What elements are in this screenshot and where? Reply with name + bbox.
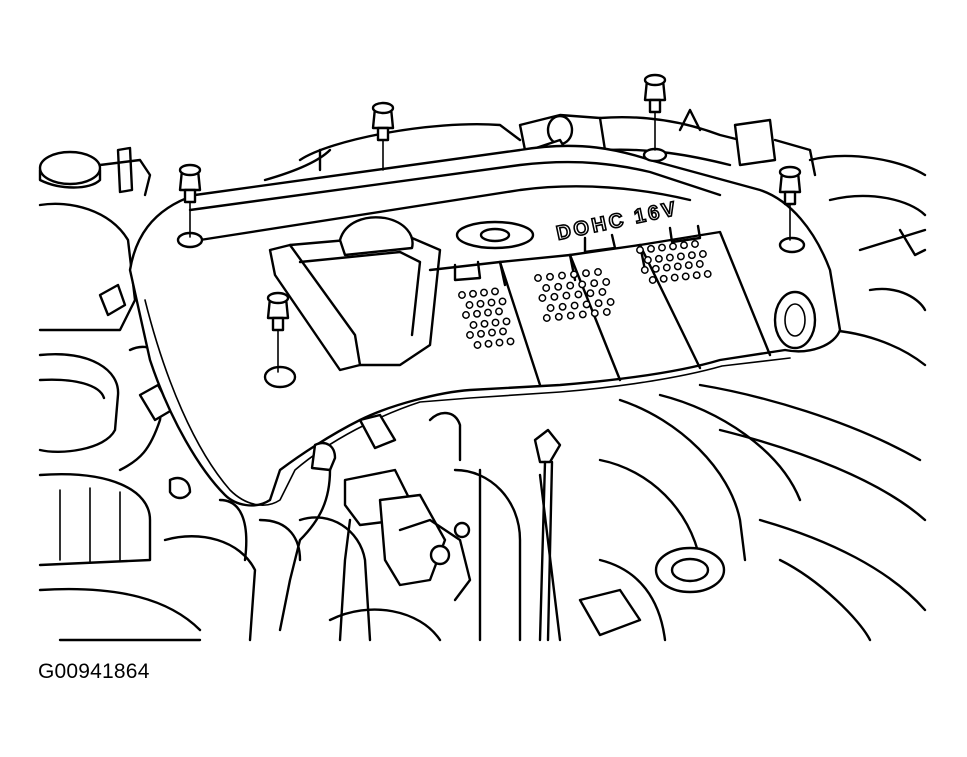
perforation-dot [480,288,488,297]
perforation-dot [473,341,482,349]
perforation-dot [562,291,571,300]
perforation-dot [578,280,587,289]
perforation-dot [636,246,644,254]
perforation-patterns [458,240,712,349]
perforation-dot [554,282,563,291]
perforation-dot [570,301,579,310]
perforation-dot [594,299,603,308]
perforation-dot [640,266,649,274]
perforation-dot [658,243,666,252]
perforation-dot [469,289,477,298]
perforation-dot [498,297,507,306]
perforation-dot [651,264,660,273]
perforation-dot [662,263,671,272]
perforation-dot [546,304,555,312]
perforation-dot [659,274,668,283]
perforation-dot [558,302,567,311]
perforation-dot [687,251,696,260]
perforation-dot [684,261,693,270]
perforation-dot [669,242,677,251]
perforation-dot [465,301,474,309]
perforation-dot [673,262,682,271]
perforation-dot [602,278,611,286]
perforation-dot [487,298,496,307]
perforation-dot [698,250,707,258]
perforation-dot [566,311,575,320]
perforation-dot [590,309,599,318]
perforation-dot [598,288,607,296]
bolt-rear-center [371,101,395,171]
perforation-dot [703,270,712,278]
perforation-dot [681,272,690,281]
perforation-dot [648,276,657,284]
perforation-dot [477,329,485,338]
perforation-dot [647,244,655,253]
front-components [218,428,562,642]
perforation-dot [586,289,595,298]
bolt-right [778,165,802,241]
bolt-front-center [266,291,290,373]
perforation-dot [506,337,515,346]
perforation-dot [546,272,554,281]
perforation-dot [542,314,551,322]
perforation-dot [692,271,701,280]
perforation-dot [495,338,504,347]
perforation-dot [488,328,496,337]
perforation-dot [495,307,503,316]
perforation-dot [458,291,466,299]
perforation-dot [691,240,699,248]
perforation-dot [484,339,493,348]
perforation-dot [473,309,481,318]
perforation-dot [574,290,583,299]
perforation-dot [491,287,499,296]
perforation-dot [602,308,611,316]
perforation-dot [502,317,511,326]
perforation-dot [538,294,547,302]
perforation-dot [606,298,615,306]
perforation-dot [491,318,500,327]
perforation-dot [582,300,591,309]
perforation-dot [594,268,602,276]
perforation-dot [676,252,685,261]
bolt-front-left [178,163,202,238]
figure-id-label: G00941864 [38,660,150,683]
perforation-dot [558,271,566,280]
perforation-dot [590,279,599,288]
perforation-dot [469,321,478,329]
perforation-dot [566,281,575,290]
perforation-dot [654,254,663,263]
perforation-dot [534,274,542,282]
perforation-dot [476,299,485,308]
perforation-dot [665,253,674,262]
perforation-dot [570,270,578,279]
perforation-dot [680,241,688,250]
perforation-dot [670,273,679,282]
perforation-dot [643,256,652,264]
perforation-dot [695,260,704,268]
perforation-dot [554,312,563,321]
perforation-dot [542,284,551,292]
perforation-dot [499,327,507,336]
bolt-rear-right [643,73,667,151]
perforation-dot [550,292,559,301]
perforation-dot [480,319,489,328]
perforation-dot [484,308,492,317]
perforation-dot [462,311,470,319]
perforation-dot [578,310,587,319]
perforation-dot [582,269,590,278]
perforation-dot [466,331,474,339]
